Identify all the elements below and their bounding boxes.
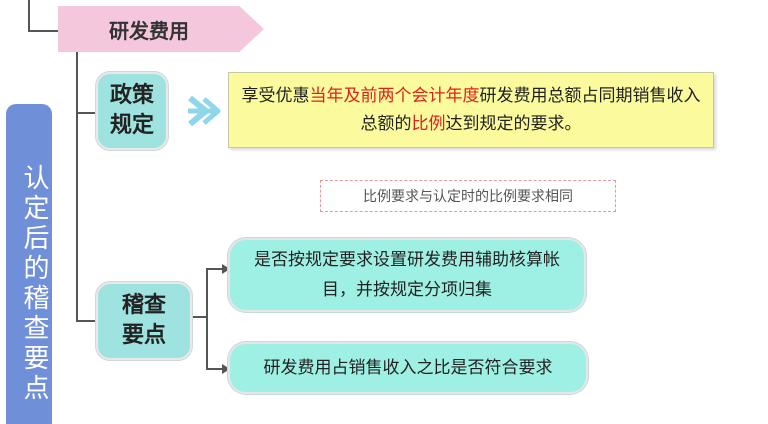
policy-label: 政策规定	[109, 83, 154, 138]
connector-policy-branch	[76, 112, 98, 114]
connector-check-branch	[76, 320, 98, 322]
policy-text-part-2: 当年及前两个会计年度	[309, 86, 480, 106]
connector-check-stub	[192, 316, 208, 318]
heading-rd-expenses: 研发费用	[58, 6, 264, 52]
check-item-2-text: 研发费用占销售收入之比是否符合要求	[263, 358, 553, 378]
policy-label-box: 政策规定	[96, 72, 168, 150]
side-tab: 认定后的稽查要点	[6, 104, 52, 424]
connector-check-item-1	[206, 268, 226, 270]
check-item-1: 是否按规定要求设置研发费用辅助核算帐目，并按规定分项归集	[228, 238, 586, 312]
policy-text-part-4: 比例	[411, 114, 446, 134]
right-arrow-icon	[188, 95, 221, 127]
connector-top-vertical	[28, 0, 30, 32]
check-item-2: 研发费用占销售收入之比是否符合要求	[228, 342, 588, 394]
policy-note-text: 比例要求与认定时的比例要求相同	[363, 189, 573, 205]
policy-text-part-3: 研发费用总额占同期销售收入总额的	[360, 86, 701, 134]
heading-label: 研发费用	[109, 18, 189, 43]
check-points-label: 稽查要点	[121, 293, 166, 348]
policy-text-part-1: 享受优惠	[241, 86, 310, 106]
policy-text-part-5: 达到规定的要求。	[445, 114, 582, 134]
connector-check-vertical	[206, 268, 208, 370]
connector-main-vertical	[76, 52, 78, 322]
arrowhead-check-item-1	[222, 264, 230, 274]
connector-top-horizontal	[28, 30, 60, 32]
check-item-1-text: 是否按规定要求设置研发费用辅助核算帐目，并按规定分项归集	[254, 250, 560, 300]
connector-check-item-2	[206, 368, 226, 370]
check-points-label-box: 稽查要点	[96, 282, 192, 360]
arrowhead-check-item-2	[222, 364, 230, 374]
policy-text-box: 享受优惠当年及前两个会计年度研发费用总额占同期销售收入总额的比例达到规定的要求。	[228, 72, 714, 148]
policy-note: 比例要求与认定时的比例要求相同	[320, 180, 616, 212]
